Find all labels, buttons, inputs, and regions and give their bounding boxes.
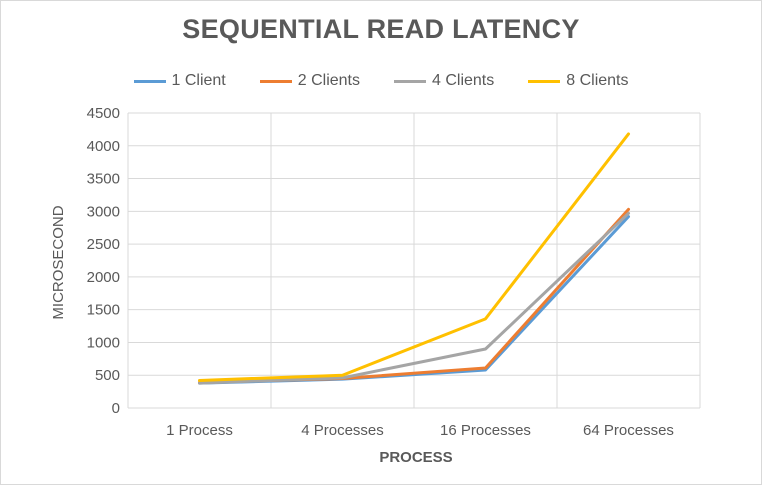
y-tick-label: 0 xyxy=(112,400,120,417)
x-axis-title: PROCESS xyxy=(379,449,452,466)
chart-title: SEQUENTIAL READ LATENCY xyxy=(182,14,580,44)
y-tick-label: 1000 xyxy=(87,334,120,351)
legend: 1 Client 2 Clients 4 Clients 8 Clients xyxy=(0,72,762,90)
legend-item-1-client: 1 Client xyxy=(133,72,226,90)
x-tick-label: 64 Processes xyxy=(583,422,674,439)
legend-swatch xyxy=(259,79,292,83)
series-line-8-clients xyxy=(198,132,630,382)
y-tick-label: 500 xyxy=(95,367,120,384)
y-tick-label: 2500 xyxy=(87,236,120,253)
legend-item-8-clients: 8 Clients xyxy=(528,72,629,90)
x-tick-label: 16 Processes xyxy=(440,422,531,439)
y-tick-label: 2000 xyxy=(87,269,120,286)
legend-swatch xyxy=(133,79,166,83)
x-tick-label: 1 Process xyxy=(166,422,233,439)
y-tick-label: 3000 xyxy=(87,203,120,220)
legend-item-2-clients: 2 Clients xyxy=(259,72,360,90)
y-tick-label: 4000 xyxy=(87,138,120,155)
legend-label: 8 Clients xyxy=(566,72,629,89)
legend-label: 1 Client xyxy=(171,72,226,89)
y-tick-label: 4500 xyxy=(87,105,120,122)
legend-label: 2 Clients xyxy=(297,72,360,89)
series-line-4-clients xyxy=(198,211,630,385)
x-tick-label: 4 Processes xyxy=(301,422,384,439)
legend-swatch xyxy=(394,79,426,83)
legend-item-4-clients: 4 Clients xyxy=(394,72,494,90)
y-tick-label: 1500 xyxy=(87,302,120,319)
y-tick-label: 3500 xyxy=(87,171,120,188)
y-axis-title: MICROSECOND xyxy=(50,205,67,319)
legend-swatch xyxy=(528,79,561,83)
legend-label: 4 Clients xyxy=(432,72,495,89)
